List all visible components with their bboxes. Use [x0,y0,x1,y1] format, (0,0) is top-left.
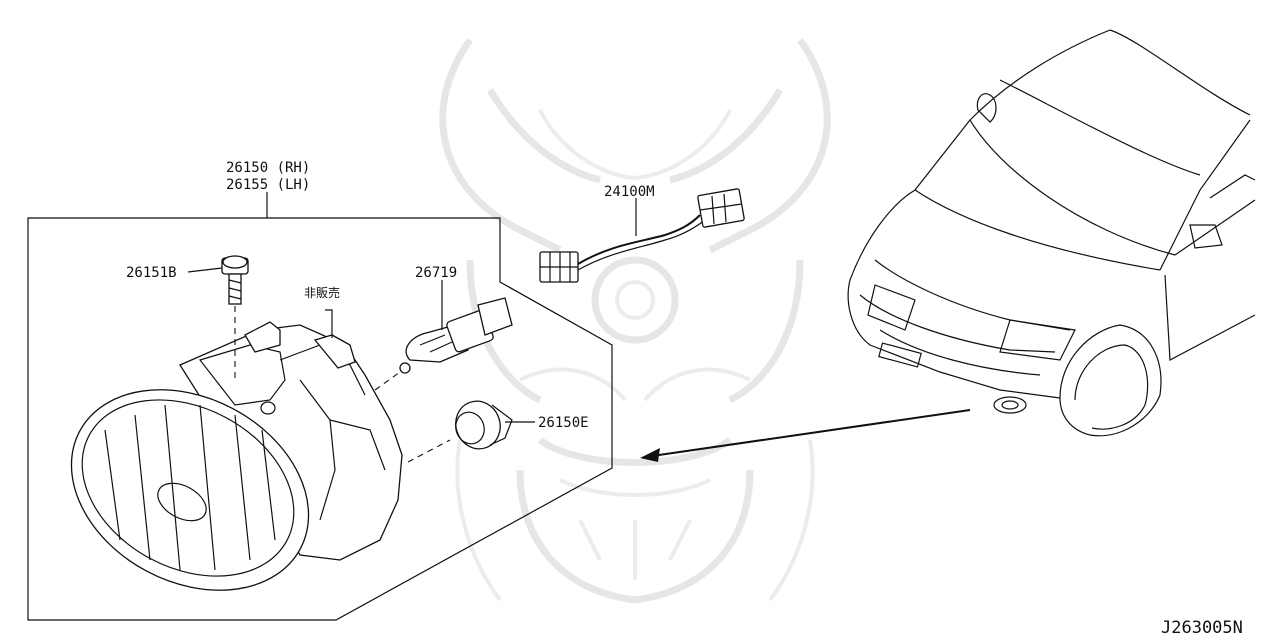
assembly-label-lh: 26155 (LH) [226,177,310,193]
bulb-label: 26719 [415,265,457,281]
vehicle-illustration [847,29,1256,437]
callout-frame [27,217,613,621]
socket-label: 26150E [538,415,589,431]
bulb-dashed-guide [374,371,401,391]
watermark-logo [439,37,831,604]
harness-label: 24100M [604,184,655,200]
bolt-leader [187,267,223,273]
fog-lamp-housing [70,309,403,591]
location-arrow [651,409,971,457]
harness-part [539,188,745,283]
diagram-code: J263005N [1161,618,1243,637]
bulb-part [399,297,513,374]
socket-dashed-guide [407,439,451,463]
location-arrowhead [640,448,660,462]
bolt-label: 26151B [126,265,177,281]
socket-part [455,400,513,450]
bolt-part [221,255,249,305]
assembly-label-rh: 26150 (RH) [226,160,310,176]
not-sold-label: 非販売 [304,285,340,300]
